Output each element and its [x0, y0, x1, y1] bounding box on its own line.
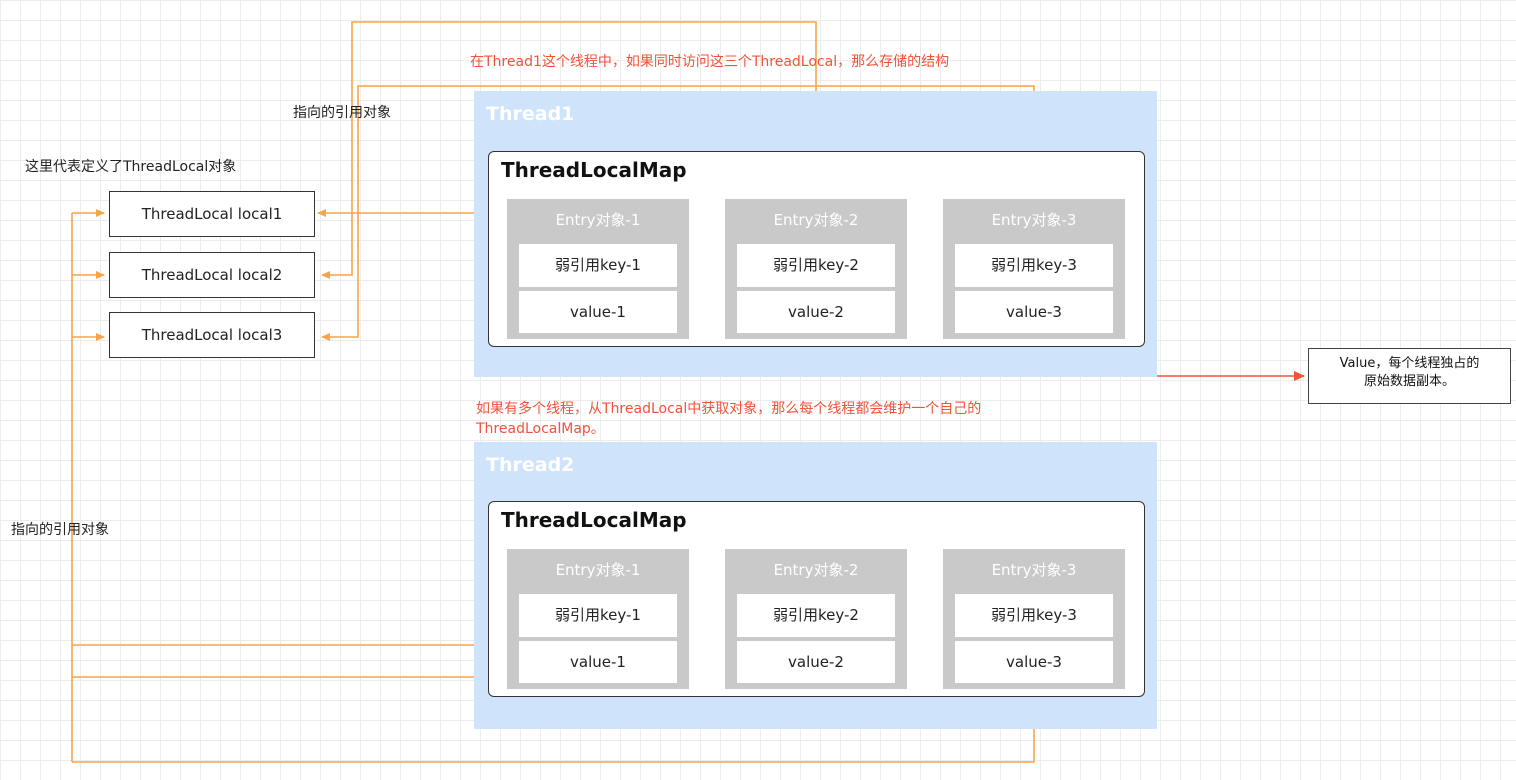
entry-value-cell: value-3 [955, 641, 1113, 683]
entry-key-cell: 弱引用key-1 [519, 244, 677, 287]
entry-title: Entry对象-1 [555, 561, 641, 579]
entry-key-cell: 弱引用key-2 [737, 594, 895, 637]
value-box-line1: Value，每个线程独占的 [1339, 356, 1480, 371]
threadlocal-local3-box[interactable]: ThreadLocal local3 [109, 312, 315, 358]
thread2-title: Thread2 [486, 454, 575, 476]
thread1-map-title: ThreadLocalMap [501, 158, 687, 182]
multi-thread-note-line2: ThreadLocalMap。 [476, 421, 605, 437]
ref-target-label-left: 指向的引用对象 [11, 522, 109, 538]
entry-value-cell: value-1 [519, 291, 677, 333]
entry-title: Entry对象-3 [991, 211, 1077, 229]
entry-title: Entry对象-2 [773, 561, 859, 579]
value-copy-box[interactable]: Value，每个线程独占的 原始数据副本。 [1308, 348, 1511, 404]
thread1-title: Thread1 [486, 103, 575, 125]
entry-title: Entry对象-2 [773, 211, 859, 229]
ref-target-label-top: 指向的引用对象 [293, 105, 391, 121]
thread2-entry-3[interactable]: Entry对象-3 弱引用key-3 value-3 [943, 549, 1125, 689]
entry-value-cell: value-2 [737, 291, 895, 333]
define-threadlocal-label: 这里代表定义了ThreadLocal对象 [25, 159, 237, 175]
threadlocal-local1-box[interactable]: ThreadLocal local1 [109, 191, 315, 237]
entry-value-cell: value-1 [519, 641, 677, 683]
thread1-structure-note: 在Thread1这个线程中，如果同时访问这三个ThreadLocal，那么存储的… [470, 54, 950, 70]
threadlocal-local2-box[interactable]: ThreadLocal local2 [109, 252, 315, 298]
multi-thread-note-line1: 如果有多个线程，从ThreadLocal中获取对象，那么每个线程都会维护一个自己… [476, 401, 982, 417]
thread2-entry-2[interactable]: Entry对象-2 弱引用key-2 value-2 [725, 549, 907, 689]
entry-key-cell: 弱引用key-1 [519, 594, 677, 637]
entry-title: Entry对象-1 [555, 211, 641, 229]
thread1-entry-1[interactable]: Entry对象-1 弱引用key-1 value-1 [507, 199, 689, 339]
entry-value-cell: value-2 [737, 641, 895, 683]
thread2-entry-1[interactable]: Entry对象-1 弱引用key-1 value-1 [507, 549, 689, 689]
thread1-container[interactable]: Thread1 ThreadLocalMap Entry对象-1 弱引用key-… [474, 91, 1157, 377]
thread1-entry-3[interactable]: Entry对象-3 弱引用key-3 value-3 [943, 199, 1125, 339]
thread1-entry-2[interactable]: Entry对象-2 弱引用key-2 value-2 [725, 199, 907, 339]
thread2-map-title: ThreadLocalMap [501, 508, 687, 532]
value-box-line2: 原始数据副本。 [1363, 374, 1455, 389]
thread2-container[interactable]: Thread2 ThreadLocalMap Entry对象-1 弱引用key-… [474, 442, 1157, 729]
multi-thread-note: 如果有多个线程，从ThreadLocal中获取对象，那么每个线程都会维护一个自己… [476, 399, 1136, 439]
thread2-threadlocalmap[interactable]: ThreadLocalMap Entry对象-1 弱引用key-1 value-… [488, 501, 1145, 697]
entry-title: Entry对象-3 [991, 561, 1077, 579]
entry-key-cell: 弱引用key-3 [955, 244, 1113, 287]
entry-key-cell: 弱引用key-2 [737, 244, 895, 287]
entry-value-cell: value-3 [955, 291, 1113, 333]
thread1-threadlocalmap[interactable]: ThreadLocalMap Entry对象-1 弱引用key-1 value-… [488, 151, 1145, 347]
entry-key-cell: 弱引用key-3 [955, 594, 1113, 637]
